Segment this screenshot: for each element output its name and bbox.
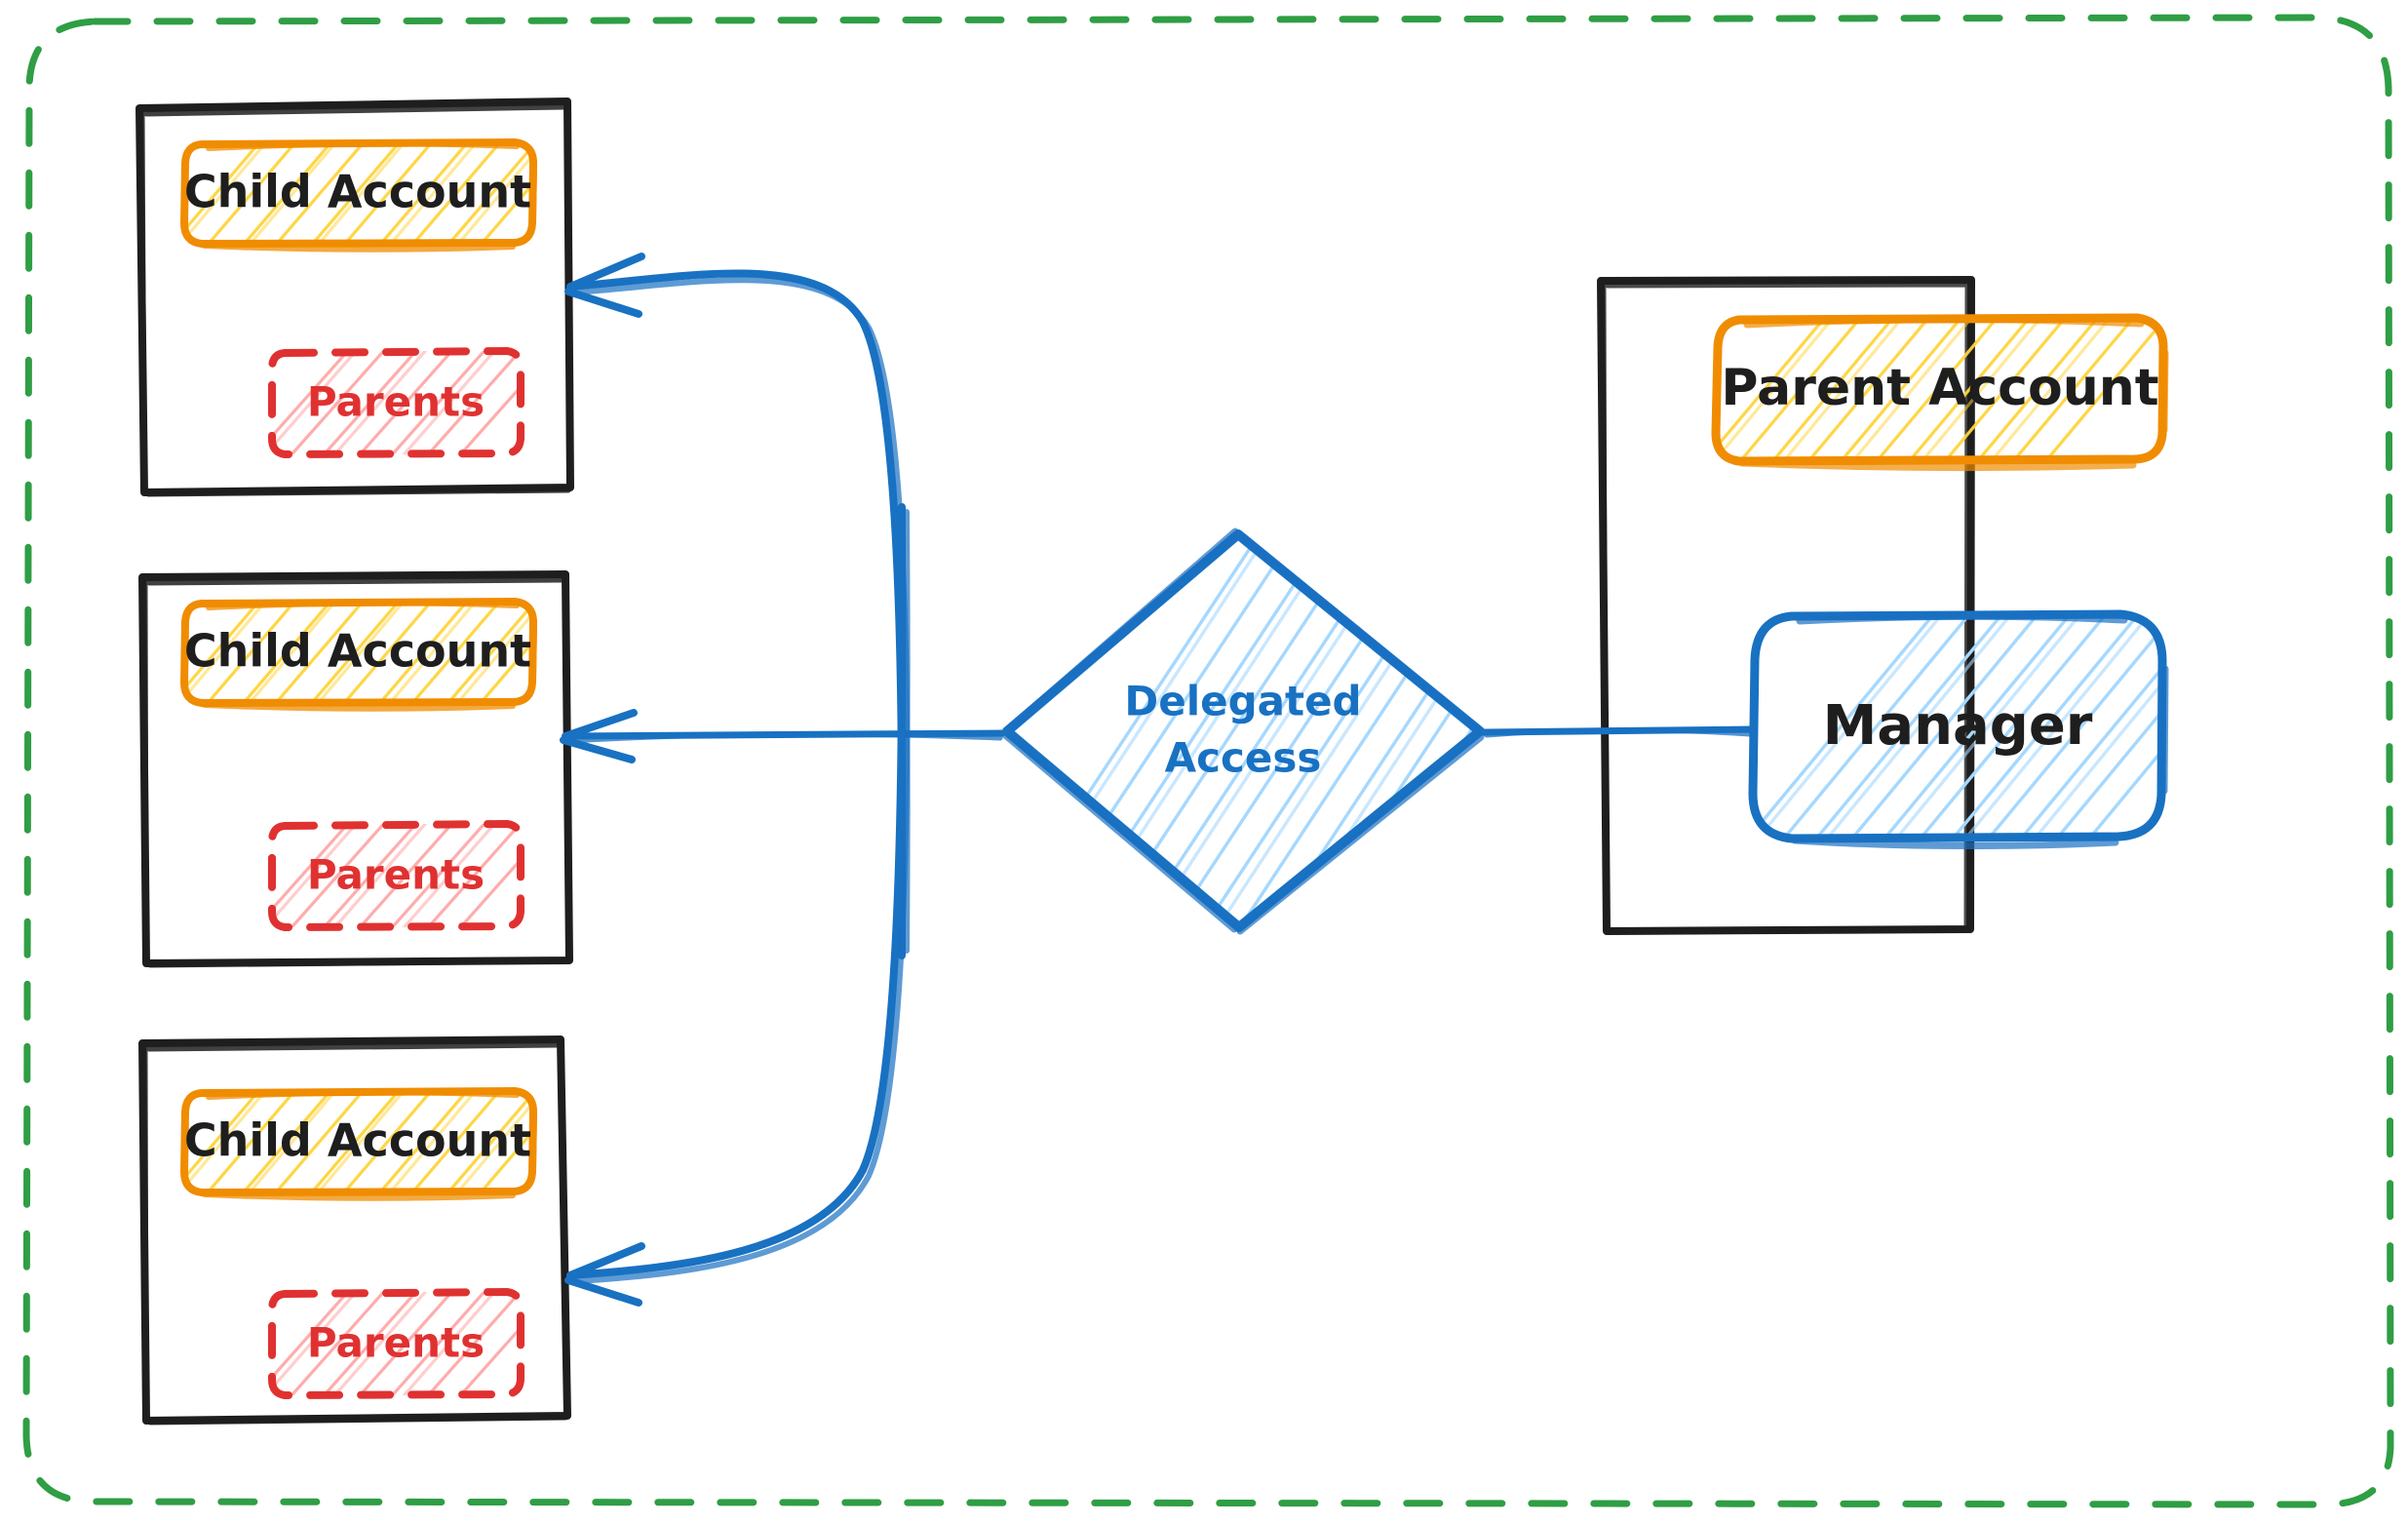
- parents-box-1[interactable]: Parents: [244, 334, 565, 470]
- child-account-label-3: Child Account: [184, 1114, 531, 1167]
- child-account-label-box-2[interactable]: Child Account: [156, 583, 580, 725]
- delegated-access-node[interactable]: Delegated Access: [975, 505, 1652, 967]
- connector-delegated-to-child-3[interactable]: [564, 503, 911, 1307]
- hachure-fill-red: [271, 1292, 521, 1395]
- parents-box-2[interactable]: Parents: [244, 807, 565, 943]
- child-account-container-2[interactable]: Child Account Parents: [138, 570, 580, 968]
- child-account-container-1[interactable]: Child Account Parents: [136, 98, 580, 497]
- delegated-access-label-line2: Access: [1165, 734, 1322, 782]
- hachure-fill-red: [271, 824, 521, 927]
- parents-label-3: Parents: [307, 1319, 485, 1367]
- parent-account-label: Parent Account: [1721, 359, 2158, 417]
- outer-boundary: [22, 14, 2394, 1508]
- parent-account-box[interactable]: Parent Account: [1687, 300, 2179, 485]
- connector-delegated-to-child-2[interactable]: [560, 709, 1006, 763]
- delegated-access-label-line1: Delegated: [1124, 678, 1361, 725]
- parent-account-group[interactable]: Parent Account: [1597, 276, 2291, 935]
- parents-box-3[interactable]: Parents: [244, 1275, 565, 1411]
- parents-label-2: Parents: [307, 851, 485, 899]
- child-account-label-box-3[interactable]: Child Account: [156, 1073, 580, 1215]
- hachure-fill-red: [271, 351, 521, 454]
- manager-box[interactable]: Manager: [1716, 593, 2291, 879]
- parents-label-1: Parents: [307, 378, 485, 426]
- child-account-label-box-1[interactable]: Child Account: [156, 125, 580, 267]
- child-account-label-1: Child Account: [184, 166, 531, 218]
- child-account-container-3[interactable]: Child Account Parents: [138, 1036, 580, 1426]
- connector-manager-to-delegated[interactable]: [1480, 725, 1757, 738]
- connector-delegated-to-child-1[interactable]: [564, 253, 911, 959]
- manager-label: Manager: [1823, 694, 2093, 758]
- child-account-label-2: Child Account: [184, 625, 531, 678]
